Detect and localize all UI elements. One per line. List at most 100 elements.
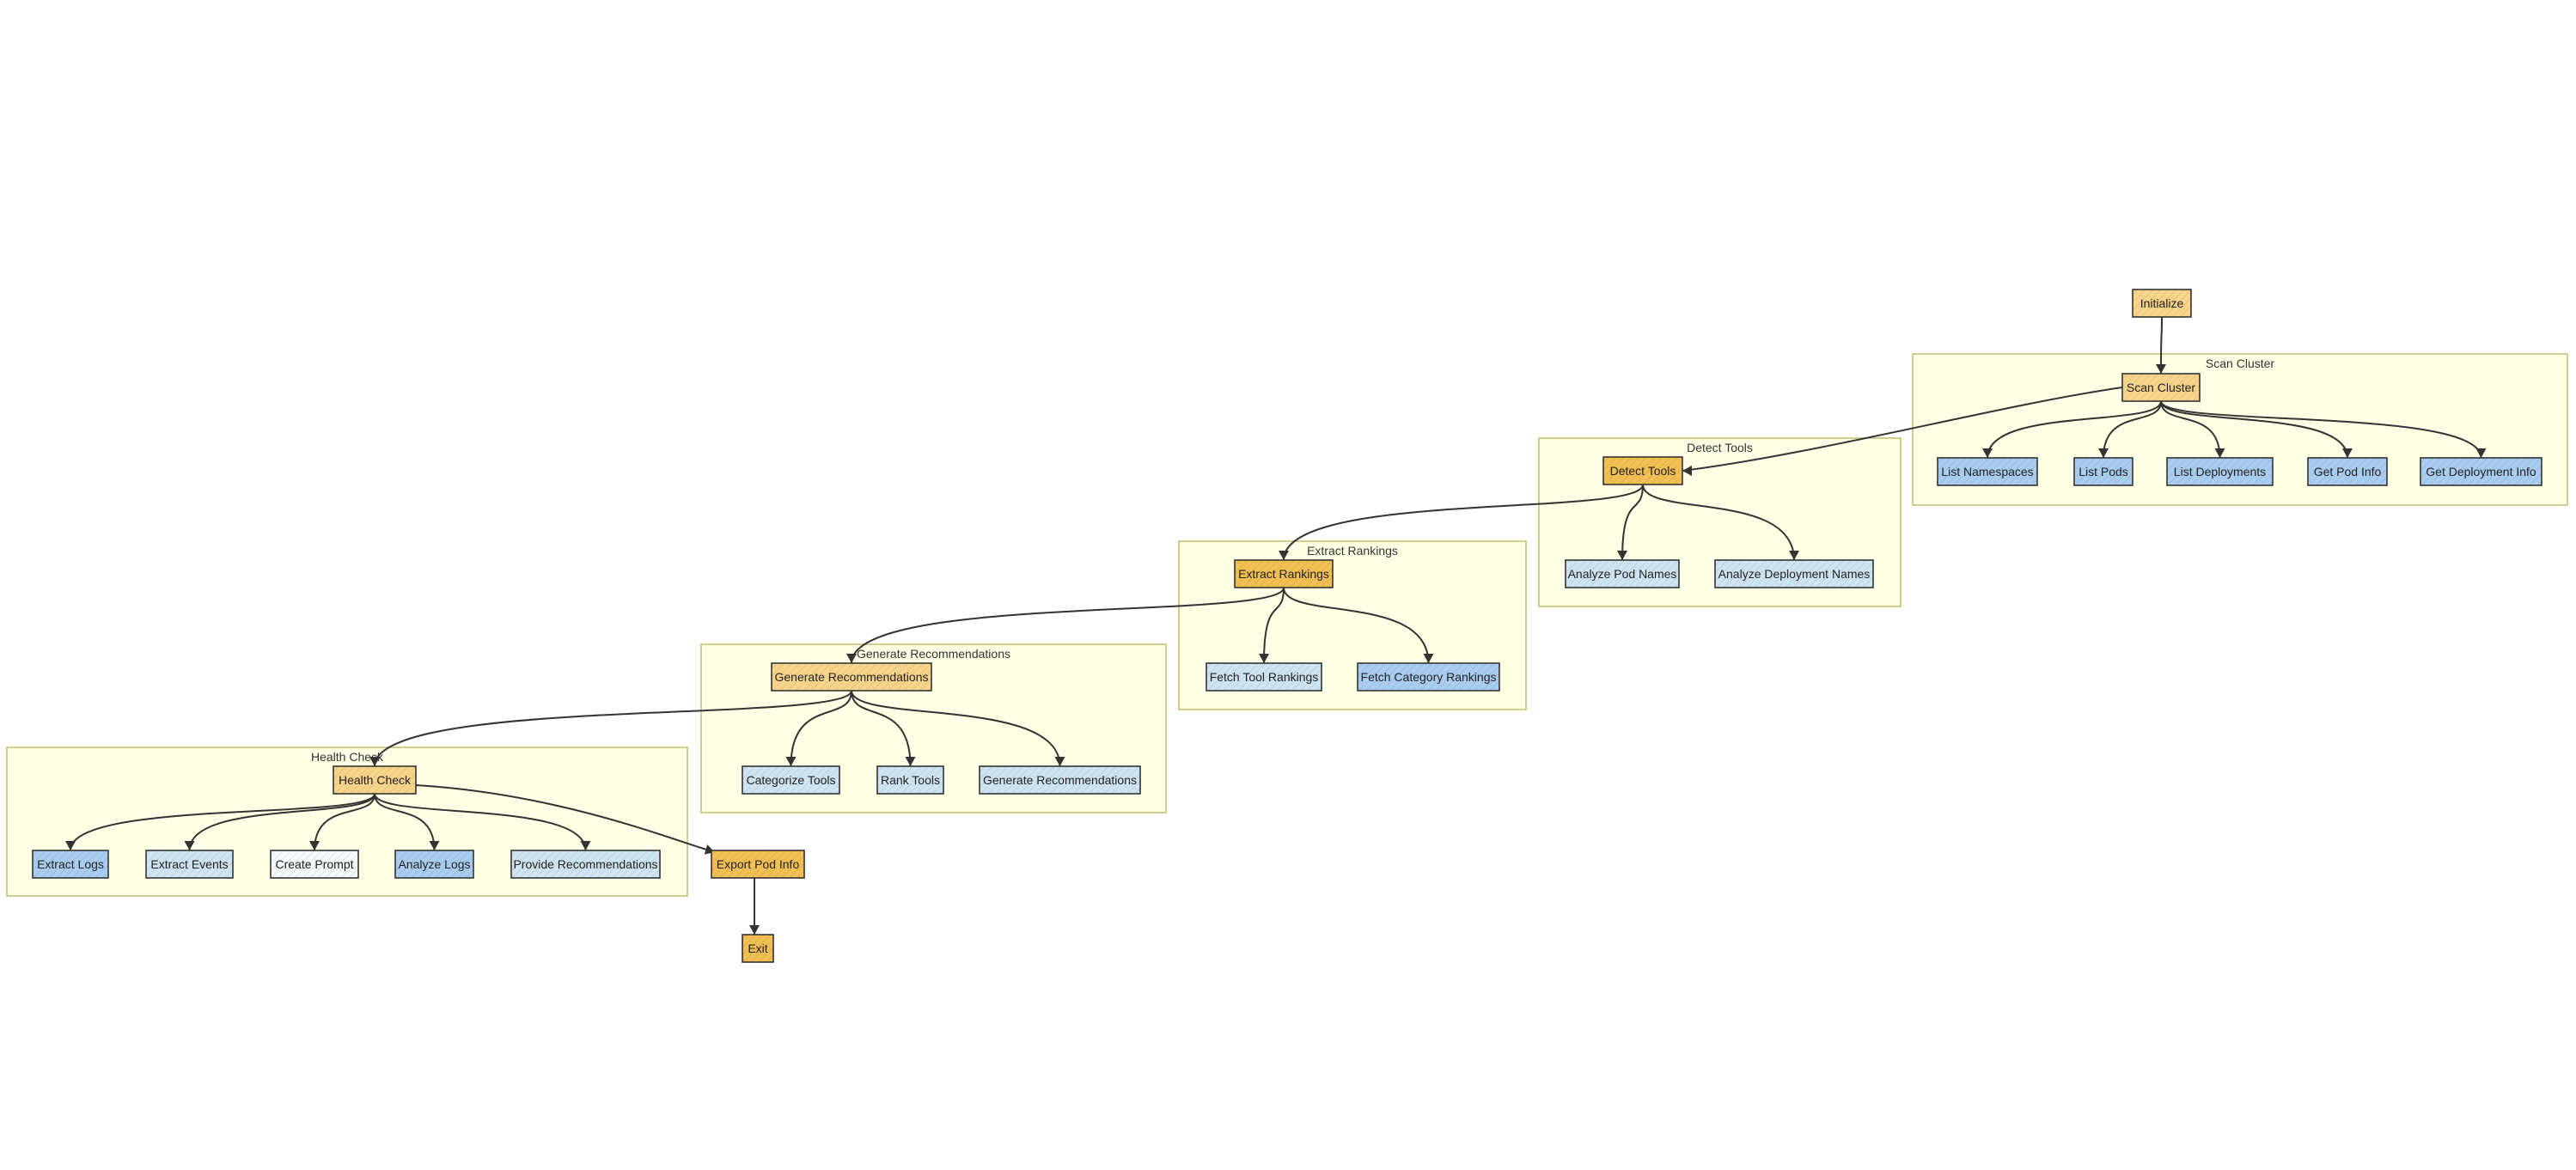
node-hatch	[864, 662, 894, 692]
node-label: Fetch Category Rankings	[1361, 670, 1497, 684]
node-hatch	[348, 868, 359, 879]
node-hatch	[2030, 478, 2038, 486]
node-export-pod-info[interactable]: Export Pod Info	[711, 850, 805, 879]
node-label: Export Pod Info	[717, 857, 800, 871]
node-box	[771, 662, 932, 692]
node-hatch	[2475, 457, 2504, 486]
edge-scan-to-depinfo	[2160, 400, 2487, 459]
node-hatch	[2097, 457, 2127, 486]
arrow-head	[1279, 551, 1289, 560]
edge-line	[2103, 400, 2162, 459]
node-hatch	[2378, 476, 2388, 486]
node-hatch	[650, 868, 661, 879]
node-hatch	[1010, 765, 1040, 795]
node-hatch	[2190, 457, 2219, 486]
node-box	[32, 850, 109, 879]
node-initialize[interactable]: Initialize	[2132, 289, 2192, 318]
node-hatch	[931, 782, 944, 795]
node-fetch-tool-rankings[interactable]: Fetch Tool Rankings	[1206, 662, 1322, 692]
node-hatch	[333, 765, 339, 772]
node-label: Get Deployment Info	[2426, 465, 2536, 478]
node-provide-recommendations[interactable]: Provide Recommendations	[510, 850, 661, 879]
node-list-deployments[interactable]: List Deployments	[2166, 457, 2274, 486]
node-hatch	[1365, 662, 1395, 692]
node-hatch	[1373, 662, 1402, 692]
node-label: Fetch Tool Rankings	[1210, 670, 1319, 684]
node-get-deployment-info[interactable]: Get Deployment Info	[2420, 457, 2542, 486]
node-hatch	[270, 850, 284, 864]
node-hatch	[1312, 567, 1334, 588]
node-hatch	[1761, 559, 1791, 588]
node-scan-cluster[interactable]: Scan Cluster	[2121, 373, 2201, 402]
node-hatch	[349, 765, 378, 795]
node-hatch	[1481, 673, 1500, 692]
node-hatch	[1714, 559, 1729, 574]
node-categorize-tools[interactable]: Categorize Tools	[742, 765, 840, 795]
node-analyze-logs[interactable]: Analyze Logs	[394, 850, 474, 879]
node-hatch	[1206, 662, 1220, 677]
node-hatch	[40, 850, 70, 879]
node-hatch	[32, 850, 54, 872]
node-hatch	[146, 850, 175, 879]
node-fetch-category-rankings[interactable]: Fetch Category Rankings	[1357, 662, 1500, 692]
node-hatch	[2307, 457, 2329, 479]
node-box	[2132, 289, 2192, 318]
node-hatch	[79, 850, 108, 879]
node-hatch	[1643, 559, 1672, 588]
node-extract-rankings[interactable]: Extract Rankings	[1234, 559, 1334, 588]
node-create-prompt[interactable]: Create Prompt	[270, 850, 359, 879]
node-health-check[interactable]: Health Check	[333, 765, 417, 795]
node-hatch	[2354, 457, 2384, 486]
node-extract-events[interactable]: Extract Events	[145, 850, 234, 879]
node-hatch	[1357, 662, 1371, 677]
node-list-namespaces[interactable]: List Namespaces	[1937, 457, 2038, 486]
node-analyze-deployment-names[interactable]: Analyze Deployment Names	[1714, 559, 1874, 588]
node-hatch	[1665, 467, 1683, 485]
node-hatch	[1315, 684, 1322, 692]
node-hatch	[742, 934, 756, 948]
node-rank-tools[interactable]: Rank Tools	[876, 765, 944, 795]
arrow-head	[846, 654, 857, 663]
node-hatch	[2482, 457, 2512, 486]
node-list-pods[interactable]: List Pods	[2073, 457, 2133, 486]
node-hatch	[1862, 576, 1874, 588]
node-hatch	[33, 850, 62, 879]
node-hatch	[2074, 457, 2103, 486]
node-hatch	[1234, 559, 1256, 582]
node-hatch	[457, 862, 474, 879]
node-hatch	[1297, 559, 1326, 588]
node-hatch	[154, 850, 183, 879]
node-detect-tools[interactable]: Detect Tools	[1602, 456, 1683, 485]
edge-extract-to-ftr	[1259, 587, 1285, 664]
node-hatch	[2308, 457, 2337, 486]
node-hatch	[380, 765, 409, 795]
node-hatch	[2237, 457, 2266, 486]
node-hatch	[2198, 457, 2227, 486]
node-hatch	[411, 789, 417, 795]
node-hatch	[979, 765, 986, 772]
edge-generate-to-genrec	[851, 690, 1065, 767]
node-hatch	[924, 774, 944, 795]
node-hatch	[1984, 457, 2013, 486]
node-hatch	[87, 856, 109, 879]
node-generate-recommendations[interactable]: Generate Recommendations	[979, 765, 1141, 795]
node-hatch	[2370, 468, 2388, 486]
node-hatch	[1634, 456, 1663, 485]
node-box	[742, 765, 840, 795]
node-extract-logs[interactable]: Extract Logs	[32, 850, 109, 879]
node-hatch	[1565, 559, 1587, 582]
node-hatch	[542, 850, 571, 879]
node-hatch	[403, 781, 417, 795]
node-hatch	[145, 850, 168, 872]
edge-line	[1987, 400, 2162, 459]
node-generate-recommendations[interactable]: Generate Recommendations	[771, 662, 932, 692]
node-label: Rank Tools	[881, 773, 940, 787]
node-analyze-pod-names[interactable]: Analyze Pod Names	[1565, 559, 1680, 588]
node-hatch	[1049, 765, 1078, 795]
node-get-pod-info[interactable]: Get Pod Info	[2307, 457, 2388, 486]
node-hatch	[1938, 457, 1967, 486]
node-hatch	[979, 765, 993, 780]
cluster-label: Generate Recommendations	[857, 647, 1010, 661]
node-exit[interactable]: Exit	[742, 934, 774, 963]
